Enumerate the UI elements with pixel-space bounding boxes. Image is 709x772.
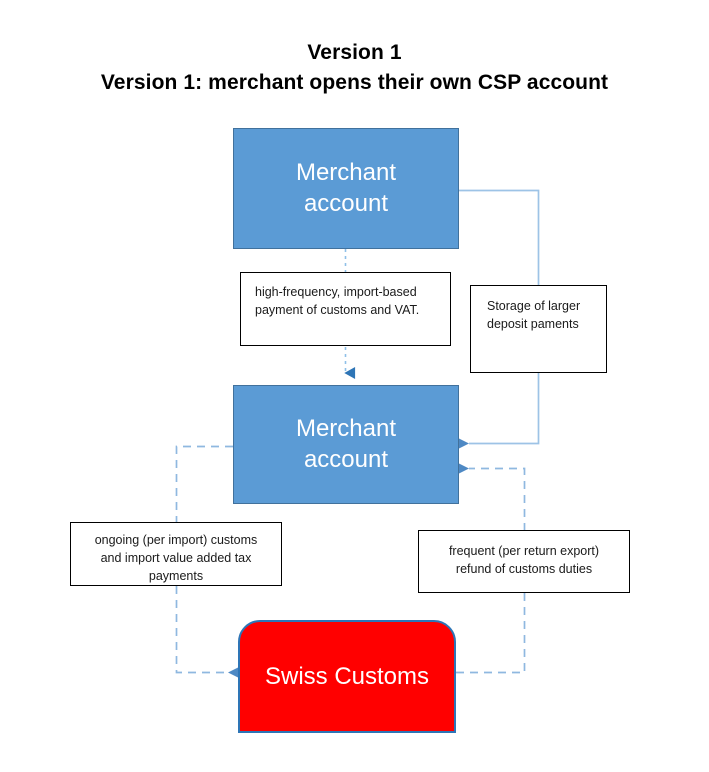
note-high-frequency-payment: high-frequency, import-based payment of … xyxy=(240,272,451,346)
node-swiss-customs[interactable]: Swiss Customs xyxy=(238,620,456,733)
diagram-title: Version 1 Version 1: merchant opens thei… xyxy=(0,38,709,98)
node-merchant-account-top[interactable]: Merchant account xyxy=(233,128,459,249)
node-swiss-customs-label: Swiss Customs xyxy=(264,662,430,690)
note-storage-deposit: Storage of larger deposit paments xyxy=(470,285,607,373)
title-line-secondary: Version 1: merchant opens their own CSP … xyxy=(100,70,609,94)
note-frequent-refund: frequent (per return export) refund of c… xyxy=(418,530,630,593)
node-merchant-account-top-label: Merchant account xyxy=(295,158,397,217)
note-ongoing-customs-payments: ongoing (per import) customs and import … xyxy=(70,522,282,586)
title-line-primary: Version 1 xyxy=(307,41,402,64)
node-merchant-account-mid-label: Merchant account xyxy=(295,414,397,473)
node-merchant-account-mid[interactable]: Merchant account xyxy=(233,385,459,504)
